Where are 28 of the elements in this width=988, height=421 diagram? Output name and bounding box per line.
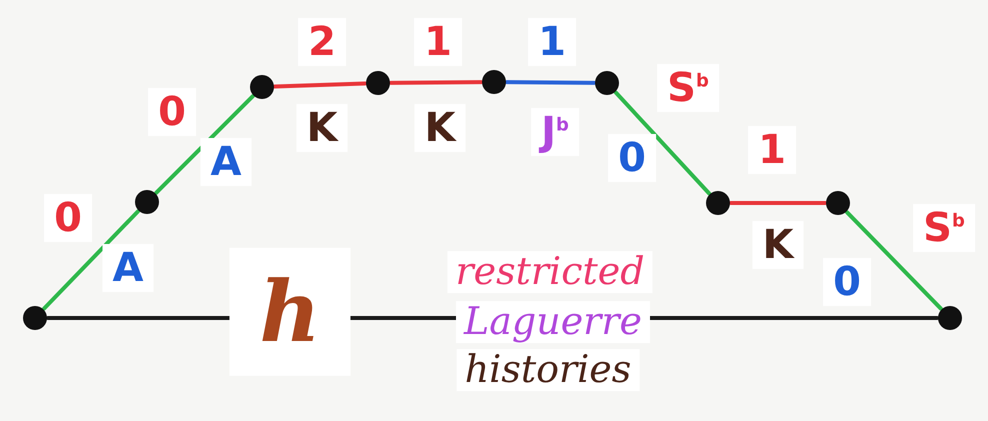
caption-text: histories (456, 349, 640, 391)
step-letter: K (414, 104, 466, 152)
path-step (273, 81, 367, 89)
step-weight: 0 (148, 88, 196, 136)
path-step (845, 210, 943, 311)
h-symbol: h (229, 248, 351, 376)
step-weight: 0 (823, 258, 871, 306)
path-step (505, 80, 596, 85)
step-letter: K (296, 104, 348, 152)
step-letter: A (102, 244, 154, 292)
step-letter: S$^{b}$ (657, 64, 719, 112)
step-weight: 0 (608, 134, 656, 182)
step-weight: 1 (748, 126, 796, 174)
step-letter: A (200, 138, 252, 186)
step-weight: 0 (44, 194, 92, 242)
path-step (389, 80, 483, 85)
path-step (42, 209, 140, 311)
step-letter: J$^{b}$ (531, 108, 579, 156)
caption-text: restricted (447, 251, 653, 293)
path-step (154, 94, 255, 195)
step-letter: K (752, 221, 804, 269)
step-letter: S$^{b}$ (913, 204, 975, 252)
step-weight: 2 (298, 18, 346, 66)
path-step (614, 90, 712, 196)
step-weight: 1 (414, 18, 462, 66)
caption-text: Laguerre (456, 301, 650, 343)
step-weight: 1 (528, 18, 576, 66)
path-step (729, 201, 827, 205)
